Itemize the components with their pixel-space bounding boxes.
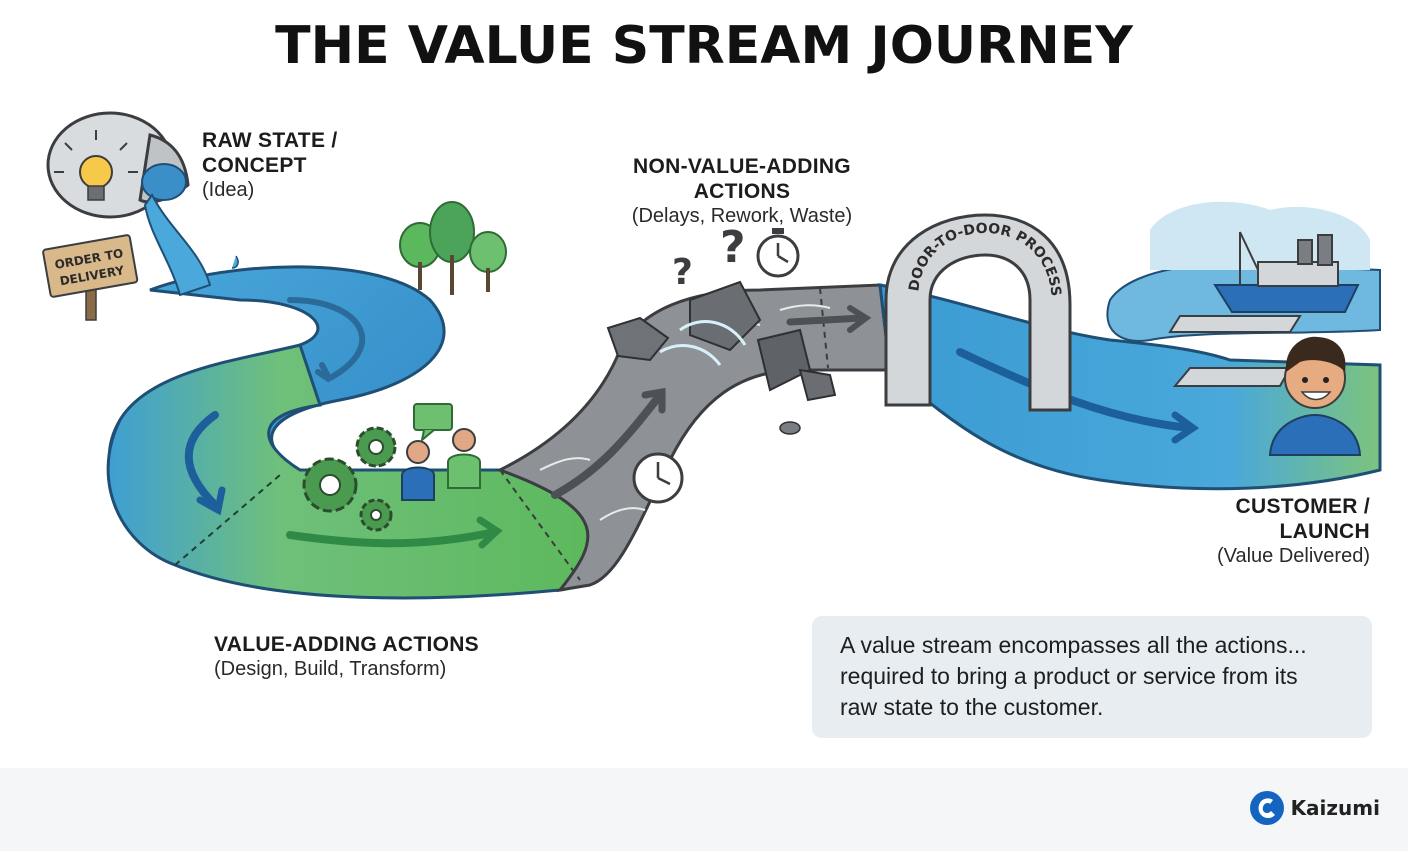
- value-adding-subtitle: (Design, Build, Transform): [214, 658, 447, 680]
- question-mark-icon: ?: [672, 252, 693, 293]
- question-mark-icon: ?: [720, 222, 746, 273]
- harbor: [1150, 201, 1370, 387]
- waste-symbols: ? ?: [632, 222, 800, 504]
- customer-title-line2: LAUNCH: [1279, 520, 1370, 543]
- ship-icon: [1213, 231, 1360, 313]
- lightbulb-icon: [54, 130, 138, 201]
- non-value-subtitle: (Delays, Rework, Waste): [631, 205, 853, 227]
- definition-line-3: raw state to the customer.: [840, 694, 1104, 720]
- customer-title-line1: CUSTOMER /: [1235, 495, 1370, 518]
- gear-icon: [359, 498, 393, 532]
- kaizumi-logo-icon: [1249, 791, 1284, 825]
- definition-line-2: required to bring a product or service f…: [840, 663, 1298, 689]
- flow-arrows: [184, 297, 1200, 549]
- value-stream-illustration: ORDER TO DELIVERY: [42, 111, 1382, 600]
- stage-label-value-adding: VALUE-ADDING ACTIONS (Design, Build, Tra…: [214, 632, 479, 682]
- stage-label-raw-state: RAW STATE / CONCEPT (Idea): [202, 128, 338, 203]
- rocks: [606, 280, 837, 435]
- raw-state-title-line2: CONCEPT: [202, 154, 307, 177]
- value-adding-title: VALUE-ADDING ACTIONS: [214, 633, 479, 656]
- raw-state-title-line1: RAW STATE /: [202, 129, 338, 152]
- concept-pipe: [46, 111, 239, 297]
- gear-icon: [355, 426, 397, 468]
- gears: [302, 426, 397, 532]
- brand-name: Kaizumi: [1290, 796, 1380, 820]
- order-to-delivery-sign: ORDER TO DELIVERY: [42, 234, 139, 321]
- brand: Kaizumi: [1249, 790, 1380, 826]
- non-value-title: NON-VALUE-ADDING ACTIONS: [633, 155, 851, 203]
- gear-icon: [302, 457, 358, 513]
- raw-state-subtitle: (Idea): [202, 179, 255, 201]
- definition-box: A value stream encompasses all the actio…: [812, 616, 1372, 738]
- speech-bubble-icon: [413, 403, 453, 443]
- customer-avatar-icon: [1268, 336, 1362, 456]
- trees: [399, 201, 507, 295]
- stage-label-customer-launch: CUSTOMER / LAUNCH (Value Delivered): [1190, 494, 1370, 569]
- clock-icon: [632, 452, 684, 504]
- page-title: THE VALUE STREAM JOURNEY: [275, 16, 1133, 76]
- customer-subtitle: (Value Delivered): [1216, 545, 1370, 567]
- stage-label-non-value-adding: NON-VALUE-ADDING ACTIONS (Delays, Rework…: [592, 154, 892, 229]
- footer-bar: Kaizumi: [0, 768, 1408, 851]
- team: [401, 403, 481, 501]
- stopwatch-icon: [756, 228, 800, 278]
- definition-line-1: A value stream encompasses all the actio…: [840, 632, 1307, 658]
